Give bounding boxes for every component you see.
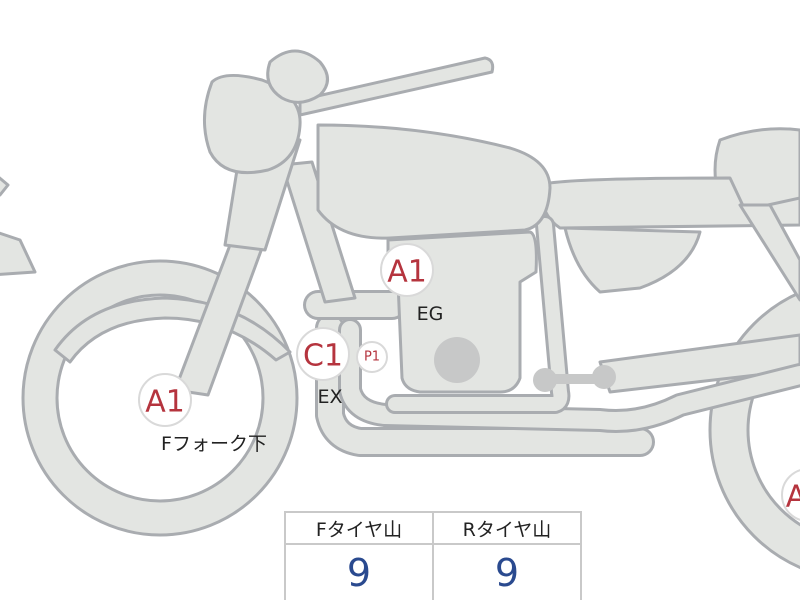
badge-exhaust-code: C1 — [303, 339, 343, 374]
rear-tread-header: Rタイヤ山 — [432, 511, 582, 545]
handlebar — [298, 56, 495, 117]
badge-fork-label: Fフォーク下 — [161, 433, 267, 455]
rear-frame — [738, 203, 800, 302]
badge-engine-code: A1 — [387, 255, 427, 290]
foot-peg — [533, 365, 616, 392]
badge-fork-code: A1 — [145, 385, 185, 420]
badge-exhaust-label: EX — [317, 386, 342, 408]
badge-exhaust-extra: P1 — [364, 350, 380, 365]
badge-rear-code: A — [786, 480, 800, 515]
left-edge-fragment-2 — [0, 231, 37, 276]
tread-table-value-row: 9 9 — [284, 543, 582, 600]
badge-exhaust[interactable]: C1 P1 EX — [296, 327, 388, 408]
badge-rear[interactable]: A — [781, 469, 800, 521]
exhaust-pipes — [303, 290, 800, 457]
front-tread-header: Fタイヤ山 — [284, 511, 434, 545]
badge-engine-label: EG — [417, 303, 444, 325]
tread-table-header-row: Fタイヤ山 Rタイヤ山 — [284, 511, 582, 545]
badge-engine[interactable]: A1 EG — [380, 243, 444, 325]
rear-tread-value: 9 — [432, 543, 582, 600]
left-edge-fragment — [0, 176, 10, 197]
rear-wheel — [708, 290, 800, 570]
badge-fork[interactable]: A1 Fフォーク下 — [138, 373, 267, 455]
frame-downtube — [280, 160, 357, 304]
headlight — [202, 49, 329, 175]
fuel-tank — [316, 123, 552, 240]
front-tread-value: 9 — [284, 543, 434, 600]
tail-section — [538, 127, 800, 294]
tread-depth-table: Fタイヤ山 Rタイヤ山 9 9 — [284, 511, 582, 600]
engine-cradle — [385, 215, 571, 414]
